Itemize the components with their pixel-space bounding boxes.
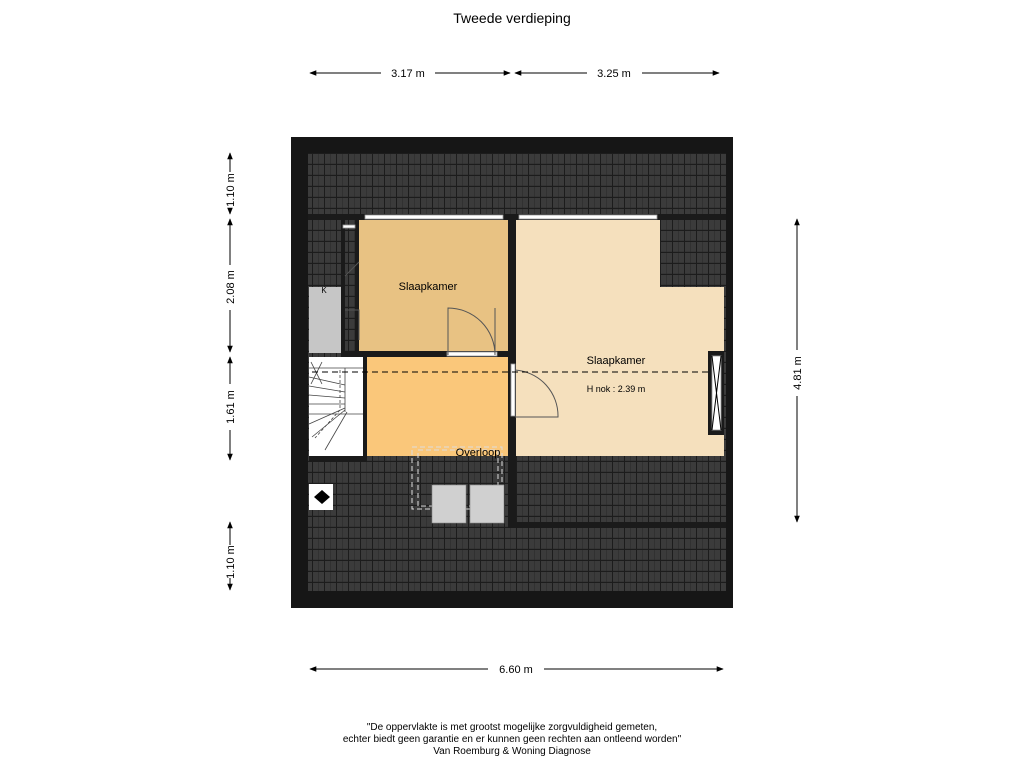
- dim-bottom: 6.60 m: [499, 664, 533, 676]
- dim-top-left: 3.17 m: [391, 68, 425, 80]
- fan-icon: [314, 490, 330, 504]
- dim-left-3: 1.61 m: [225, 390, 237, 424]
- label-bedroom-small: Slaapkamer: [399, 281, 458, 293]
- storage-area: [309, 287, 343, 353]
- floor-title: Tweede verdieping: [453, 10, 571, 26]
- dim-left-4: 1.10 m: [225, 545, 237, 579]
- dimension-lines: [227, 70, 800, 672]
- room-bedroom-small: [359, 219, 508, 352]
- label-closet: K: [321, 286, 327, 295]
- dim-right: 4.81 m: [792, 356, 804, 390]
- dim-left-1: 1.10 m: [225, 173, 237, 207]
- skylight-cross: [711, 355, 722, 431]
- label-landing: Overloop: [456, 447, 501, 459]
- disclaimer: "De oppervlakte is met grootst mogelijke…: [0, 722, 1024, 758]
- dim-left-2: 2.08 m: [225, 270, 237, 304]
- label-bedroom-large: Slaapkamer: [587, 355, 646, 367]
- stairwell: [309, 357, 367, 458]
- room-bedroom-large: [516, 219, 724, 456]
- mattress-block: [431, 484, 505, 524]
- dim-top-right: 3.25 m: [597, 68, 631, 80]
- disclaimer-line-2: echter biedt geen garantie en er kunnen …: [342, 734, 682, 745]
- label-ridge-height: H nok : 2.39 m: [587, 384, 646, 394]
- room-landing: [367, 357, 508, 456]
- staircase: [308, 361, 363, 451]
- disclaimer-line-1: "De oppervlakte is met grootst mogelijke…: [366, 722, 658, 733]
- disclaimer-line-3: Van Roemburg & Woning Diagnose: [433, 746, 591, 757]
